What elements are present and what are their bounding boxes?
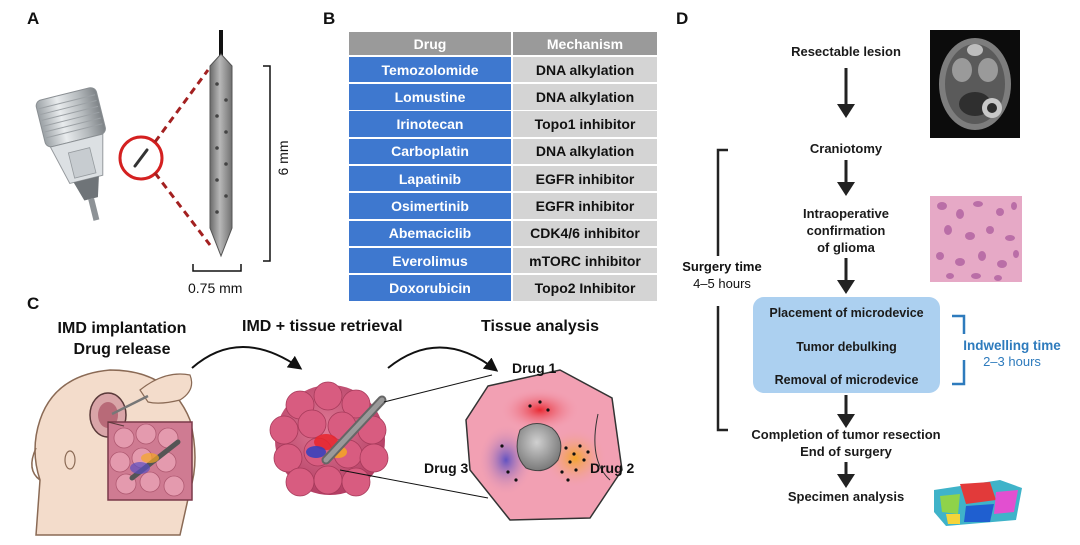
indwelling-time-label: Indwelling time 2–3 hours	[952, 338, 1072, 370]
tumor-cluster	[269, 381, 389, 497]
panel-label-d: D	[676, 9, 689, 28]
panel-label-b: B	[323, 9, 336, 28]
mechanism-cell: mTORC inhibitor	[513, 247, 657, 274]
step-removal: Removal of microdevice	[774, 373, 919, 387]
width-label: 0.75 mm	[188, 280, 243, 296]
surgery-time-hours: 4–5 hours	[693, 276, 751, 291]
mechanism-cell: EGFR inhibitor	[513, 165, 657, 192]
step1-title: IMD implantation Drug release	[52, 318, 192, 360]
mechanism-cell: Topo2 Inhibitor	[513, 275, 657, 301]
mri-image	[930, 30, 1020, 138]
panel-c-illustration	[31, 346, 623, 536]
microdevice-enlarged	[209, 30, 233, 258]
specimen-map-image	[934, 480, 1022, 526]
surgery-time-label: Surgery time 4–5 hours	[672, 258, 772, 292]
drug2-label: Drug 2	[590, 460, 635, 476]
intraop-line2: confirmation	[806, 223, 886, 238]
completion-line2: End of surgery	[800, 444, 892, 459]
length-label: 6 mm	[275, 140, 291, 176]
drug-cell: Irinotecan	[349, 111, 513, 137]
drug-cell: Everolimus	[349, 247, 513, 274]
table-header: Drug Mechanism	[349, 32, 657, 55]
step-debulking: Tumor debulking	[796, 340, 897, 354]
drug-cell: Abemaciclib	[349, 220, 513, 247]
drug-cell: Carboplatin	[349, 138, 513, 165]
mechanism-cell: DNA alkylation	[513, 56, 657, 83]
drug1-label: Drug 1	[512, 360, 557, 376]
drug-cell: Osimertinib	[349, 193, 513, 219]
step-intraop: Intraoperative confirmation of glioma	[766, 205, 926, 256]
panel-a-illustration	[35, 30, 271, 272]
microdevice-box	[753, 297, 940, 393]
mechanism-cell: DNA alkylation	[513, 84, 657, 110]
step3-title: Tissue analysis	[481, 318, 599, 335]
drug3-label: Drug 3	[424, 460, 469, 476]
indwelling-time-title: Indwelling time	[963, 338, 1061, 353]
step1-line1: IMD implantation	[57, 320, 187, 337]
injector-device	[35, 87, 106, 221]
panel-label-a: A	[27, 9, 40, 28]
arrow-step1-to-step2	[191, 346, 303, 370]
arrow-step2-to-step3	[387, 346, 499, 372]
panel-d-graphics	[716, 30, 1022, 526]
mechanism-cell: DNA alkylation	[513, 138, 657, 165]
mechanism-cell: Topo1 inhibitor	[513, 111, 657, 137]
intraop-line3: of glioma	[817, 240, 875, 255]
step-craniotomy: Craniotomy	[809, 141, 883, 156]
step2-title: IMD + tissue retrieval	[242, 318, 403, 335]
indwelling-time-hours: 2–3 hours	[983, 354, 1041, 369]
zoom-circle	[118, 135, 164, 181]
mechanism-cell: CDK4/6 inhibitor	[513, 220, 657, 247]
tissue-slice	[465, 369, 623, 521]
step1-line2: Drug release	[73, 341, 171, 358]
step-completion: Completion of tumor resection End of sur…	[726, 426, 966, 460]
completion-line1: Completion of tumor resection	[751, 427, 941, 442]
head-illustration	[31, 369, 196, 536]
panel-label-c: C	[27, 294, 40, 313]
drug-cell: Doxorubicin	[349, 275, 513, 301]
histology-image	[930, 196, 1022, 282]
step-placement: Placement of microdevice	[769, 306, 924, 320]
step-specimen: Specimen analysis	[787, 489, 905, 504]
header-drug: Drug	[349, 32, 513, 55]
drug-cell: Lapatinib	[349, 165, 513, 192]
header-mechanism: Mechanism	[546, 35, 624, 52]
step-resectable: Resectable lesion	[791, 44, 901, 59]
surgery-time-title: Surgery time	[682, 259, 762, 274]
intraop-line1: Intraoperative	[803, 206, 889, 221]
drug-cell: Temozolomide	[349, 56, 513, 83]
drug-cell: Lomustine	[349, 84, 513, 110]
mechanism-cell: EGFR inhibitor	[513, 193, 657, 219]
